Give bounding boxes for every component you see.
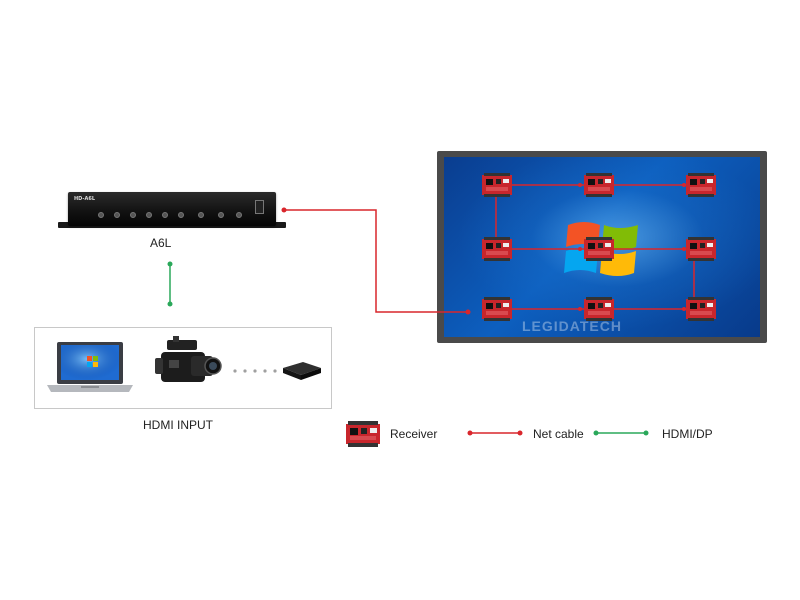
receiver-card-icon xyxy=(482,173,512,197)
receiver-card-icon xyxy=(686,237,716,261)
watermark: LEGIDATECH xyxy=(522,318,622,334)
laptop-icon xyxy=(47,342,133,392)
controller-button xyxy=(236,212,242,218)
controller-button xyxy=(98,212,104,218)
legend-net-cable-label: Net cable xyxy=(533,427,584,441)
hdmi-dp-connection xyxy=(167,261,173,307)
controller-brand: HD-A6L xyxy=(74,196,96,202)
receiver-card-icon xyxy=(584,237,614,261)
receiver-card-icon xyxy=(482,297,512,321)
legend-hdmi-dp-label: HDMI/DP xyxy=(662,427,713,441)
legend-receiver-label: Receiver xyxy=(390,427,438,441)
receiver-network xyxy=(482,173,716,321)
controller-name-label: A6L xyxy=(150,236,172,250)
controller-button xyxy=(130,212,136,218)
power-switch xyxy=(255,200,264,214)
net-cable-legend-icon xyxy=(467,430,523,436)
receiver-card-icon xyxy=(686,297,716,321)
controller-button xyxy=(162,212,168,218)
receiver-card-icon xyxy=(346,421,380,447)
controller-button xyxy=(114,212,120,218)
receiver-card-icon xyxy=(482,237,512,261)
hdmi-dp-legend-icon xyxy=(593,430,649,436)
dotted-connector xyxy=(233,369,277,373)
receiver-card-icon xyxy=(686,173,716,197)
controller-button xyxy=(178,212,184,218)
controller-button xyxy=(146,212,152,218)
hdmi-input-panel xyxy=(34,327,332,409)
camcorder-icon xyxy=(155,336,222,382)
a6l-controller: HD-A6L xyxy=(68,192,276,226)
media-box-icon xyxy=(283,362,321,380)
controller-button xyxy=(218,212,224,218)
net-cable-main xyxy=(281,207,471,315)
receiver-card-icon xyxy=(584,173,614,197)
controller-button xyxy=(198,212,204,218)
hdmi-input-label: HDMI INPUT xyxy=(143,418,213,432)
